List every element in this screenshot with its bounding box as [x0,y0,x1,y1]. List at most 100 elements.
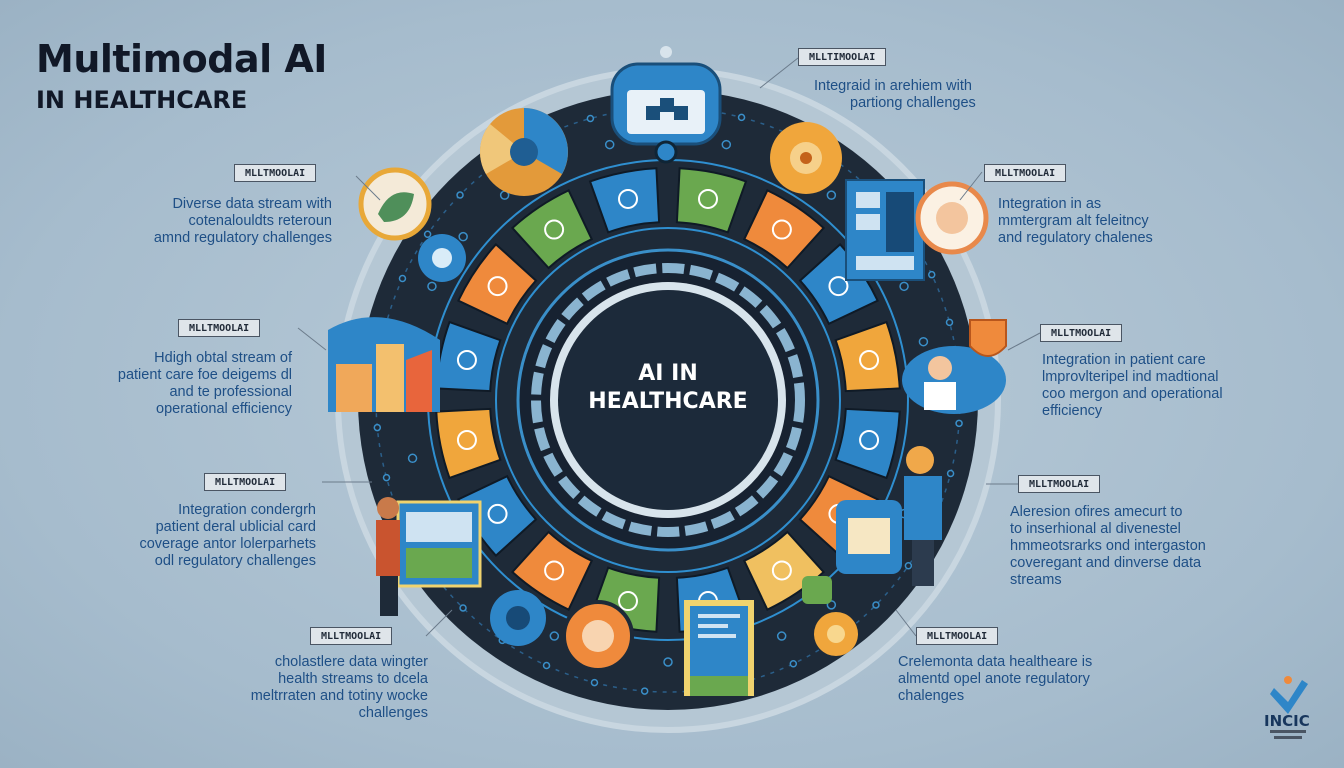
center-disc [558,290,778,510]
description-line: Integration in as [998,196,1102,212]
description-line: and regulatory chalenes [998,230,1153,246]
description-line: efficiency [1042,403,1103,419]
center-title-line1: AI IN [638,361,698,386]
segment-tile-icon [544,219,565,240]
description-line: mmtergram alt feleitncy [998,213,1149,229]
gear-virus-icon [490,590,546,646]
segment-tile-icon [771,219,792,240]
connection-node [899,281,909,292]
description-line: operational efficiency [156,401,292,417]
description-right-3: Aleresion ofires amecurt to to inserhion… [1010,504,1206,589]
label-left-4: MLLTMOOLAI [310,627,393,645]
connection-node [586,114,595,123]
label-left-3: MLLTMOOLAI [204,473,287,491]
connection-node [542,661,551,670]
segment-tile [588,167,661,234]
connection-node [458,231,468,242]
connection-node [549,631,560,641]
description-top: Integraid in arehiem with partiong chall… [814,78,976,112]
description-line: Hdigh obtal stream of [154,350,292,366]
segment-tile [834,320,901,393]
segment-tile-icon [697,188,718,209]
segment-tile [435,407,502,480]
description-top-line: Integraid in arehiem with [814,78,972,94]
segment-tile [675,167,748,234]
segment-tile [834,407,901,480]
segment-tile-icon [544,560,565,581]
description-left-2: Hdigh obtal stream of patient care foe d… [70,350,292,418]
center-title-line2: HEALTHCARE [588,389,748,414]
segment-tile [457,242,538,326]
segment-tile-icon [487,276,508,297]
description-line: cotenalouldts reteroun [188,213,333,229]
description-line: Aleresion ofires amecurt to [1010,504,1183,520]
connection-node [590,678,599,687]
description-line: chalenges [898,688,965,704]
connection-node [604,139,615,150]
segment-tile [510,530,594,611]
description-line: health streams to dcela [278,671,428,687]
segment-tile-icon [618,188,639,209]
description-left-3: Integration condergrh patient deral ubli… [72,502,316,570]
connection-node [776,631,787,641]
segment-tile-icon [456,350,477,371]
description-line: and te professional [169,384,292,400]
person-tablet-illustration [376,497,482,616]
description-line: meltrraten and totiny wocke [250,688,428,704]
connection-node [398,274,407,283]
label-top: MLLTIMOOLAI [798,48,887,66]
description-line: lmprovlteripel ind madtional [1042,369,1219,385]
label-right-3: MLLTMOOLAI [1018,475,1101,493]
description-line: streams [1010,572,1062,588]
description-top-line: partiong challenges [850,95,976,111]
book-document-icon [684,600,754,696]
connection-node [663,657,673,667]
page-subtitle: IN HEALTHCARE [36,86,248,114]
dashboard-screen-icon [845,179,925,281]
description-left-1: Diverse data stream with cotenalouldts r… [110,196,332,247]
connection-node [373,423,382,432]
page-title: Multimodal AI [36,37,327,81]
description-right-4: Crelemonta data healtheare is almentd op… [898,654,1092,705]
description-line: challenges [358,705,428,721]
center-title: AI IN HEALTHCARE [568,360,768,416]
connection-node [789,659,798,668]
label-connectors [297,57,1041,637]
description-line: Integration condergrh [178,502,316,518]
gear-orange-icon [770,122,842,194]
segment-tile-icon [487,503,508,524]
person-monitor-illustration [836,446,942,586]
label-right-1: MLLTMOOLAI [984,164,1067,182]
connection-node [459,604,467,612]
description-line: coverage antor lolerparhets [139,536,316,552]
connection-node [737,113,746,122]
connection-node [872,601,880,609]
segment-tile [457,474,538,558]
segment-tile-icon [859,350,880,371]
description-line: cholastlere data wingter [274,654,428,670]
segment-tile-icon [771,560,792,581]
connection-node [407,453,418,464]
label-left-1: MLLTMOOLAI [234,164,317,182]
description-line: patient care foe deigems dl [117,367,292,383]
connection-node [918,336,929,347]
description-right-1: Integration in as mmtergram alt feleitnc… [998,196,1153,247]
label-left-2: MLLTMOOLAI [178,319,261,337]
segment-tile-icon [618,591,639,612]
connection-node [826,190,837,200]
leaf-icon [358,167,432,241]
connection-node [955,419,963,428]
description-line: amnd regulatory challenges [153,230,332,246]
label-right-2: MLLTMOOLAI [1040,324,1123,342]
connection-node [640,687,649,695]
gear-blue-icon [418,234,466,282]
description-line: odl regulatory challenges [154,553,316,569]
connection-node [423,230,432,239]
description-line: Diverse data stream with [172,196,332,212]
robot-icon [610,46,722,164]
segment-tile [742,189,826,270]
connection-node [945,318,954,327]
connection-node [904,561,913,570]
connection-node [927,270,936,279]
description-line: Integration in patient care [1042,352,1206,368]
